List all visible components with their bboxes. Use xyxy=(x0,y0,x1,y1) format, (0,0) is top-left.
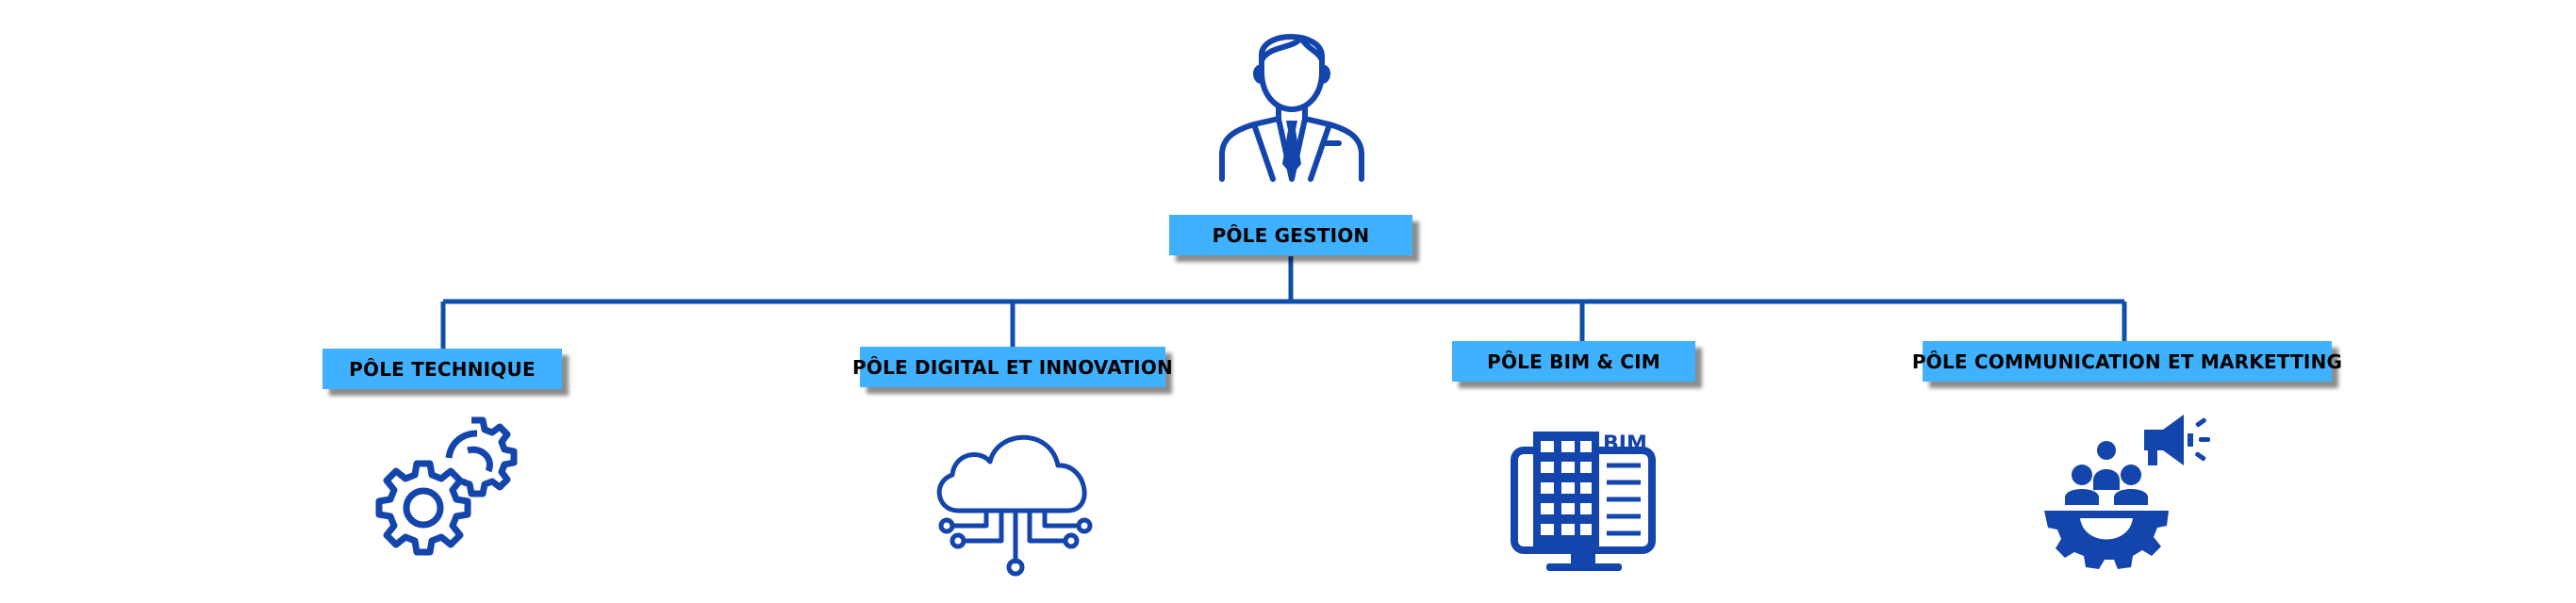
node-label: PÔLE DIGITAL ET INNOVATION xyxy=(852,355,1173,379)
gears-icon xyxy=(375,416,518,556)
node-label: PÔLE BIM & CIM xyxy=(1487,350,1660,373)
node-label: PÔLE TECHNIQUE xyxy=(349,357,536,381)
bim-building-monitor-icon: BIM xyxy=(1511,432,1656,571)
node-pole-digital-innovation[interactable]: PÔLE DIGITAL ET INNOVATION xyxy=(852,347,1173,387)
bim-icon-label: BIM xyxy=(1603,432,1647,456)
businessman-icon xyxy=(1219,34,1364,182)
node-pole-gestion[interactable]: PÔLE GESTION xyxy=(1169,215,1412,255)
node-label: PÔLE GESTION xyxy=(1212,223,1370,247)
node-pole-technique[interactable]: PÔLE TECHNIQUE xyxy=(322,349,562,389)
team-megaphone-gear-icon xyxy=(2044,415,2210,569)
cloud-network-icon xyxy=(936,434,1093,577)
node-label: PÔLE COMMUNICATION ET MARKETTING xyxy=(1911,350,2343,373)
node-pole-bim-cim[interactable]: PÔLE BIM & CIM xyxy=(1452,341,1695,382)
node-pole-communication[interactable]: PÔLE COMMUNICATION ET MARKETTING xyxy=(1912,341,2342,382)
